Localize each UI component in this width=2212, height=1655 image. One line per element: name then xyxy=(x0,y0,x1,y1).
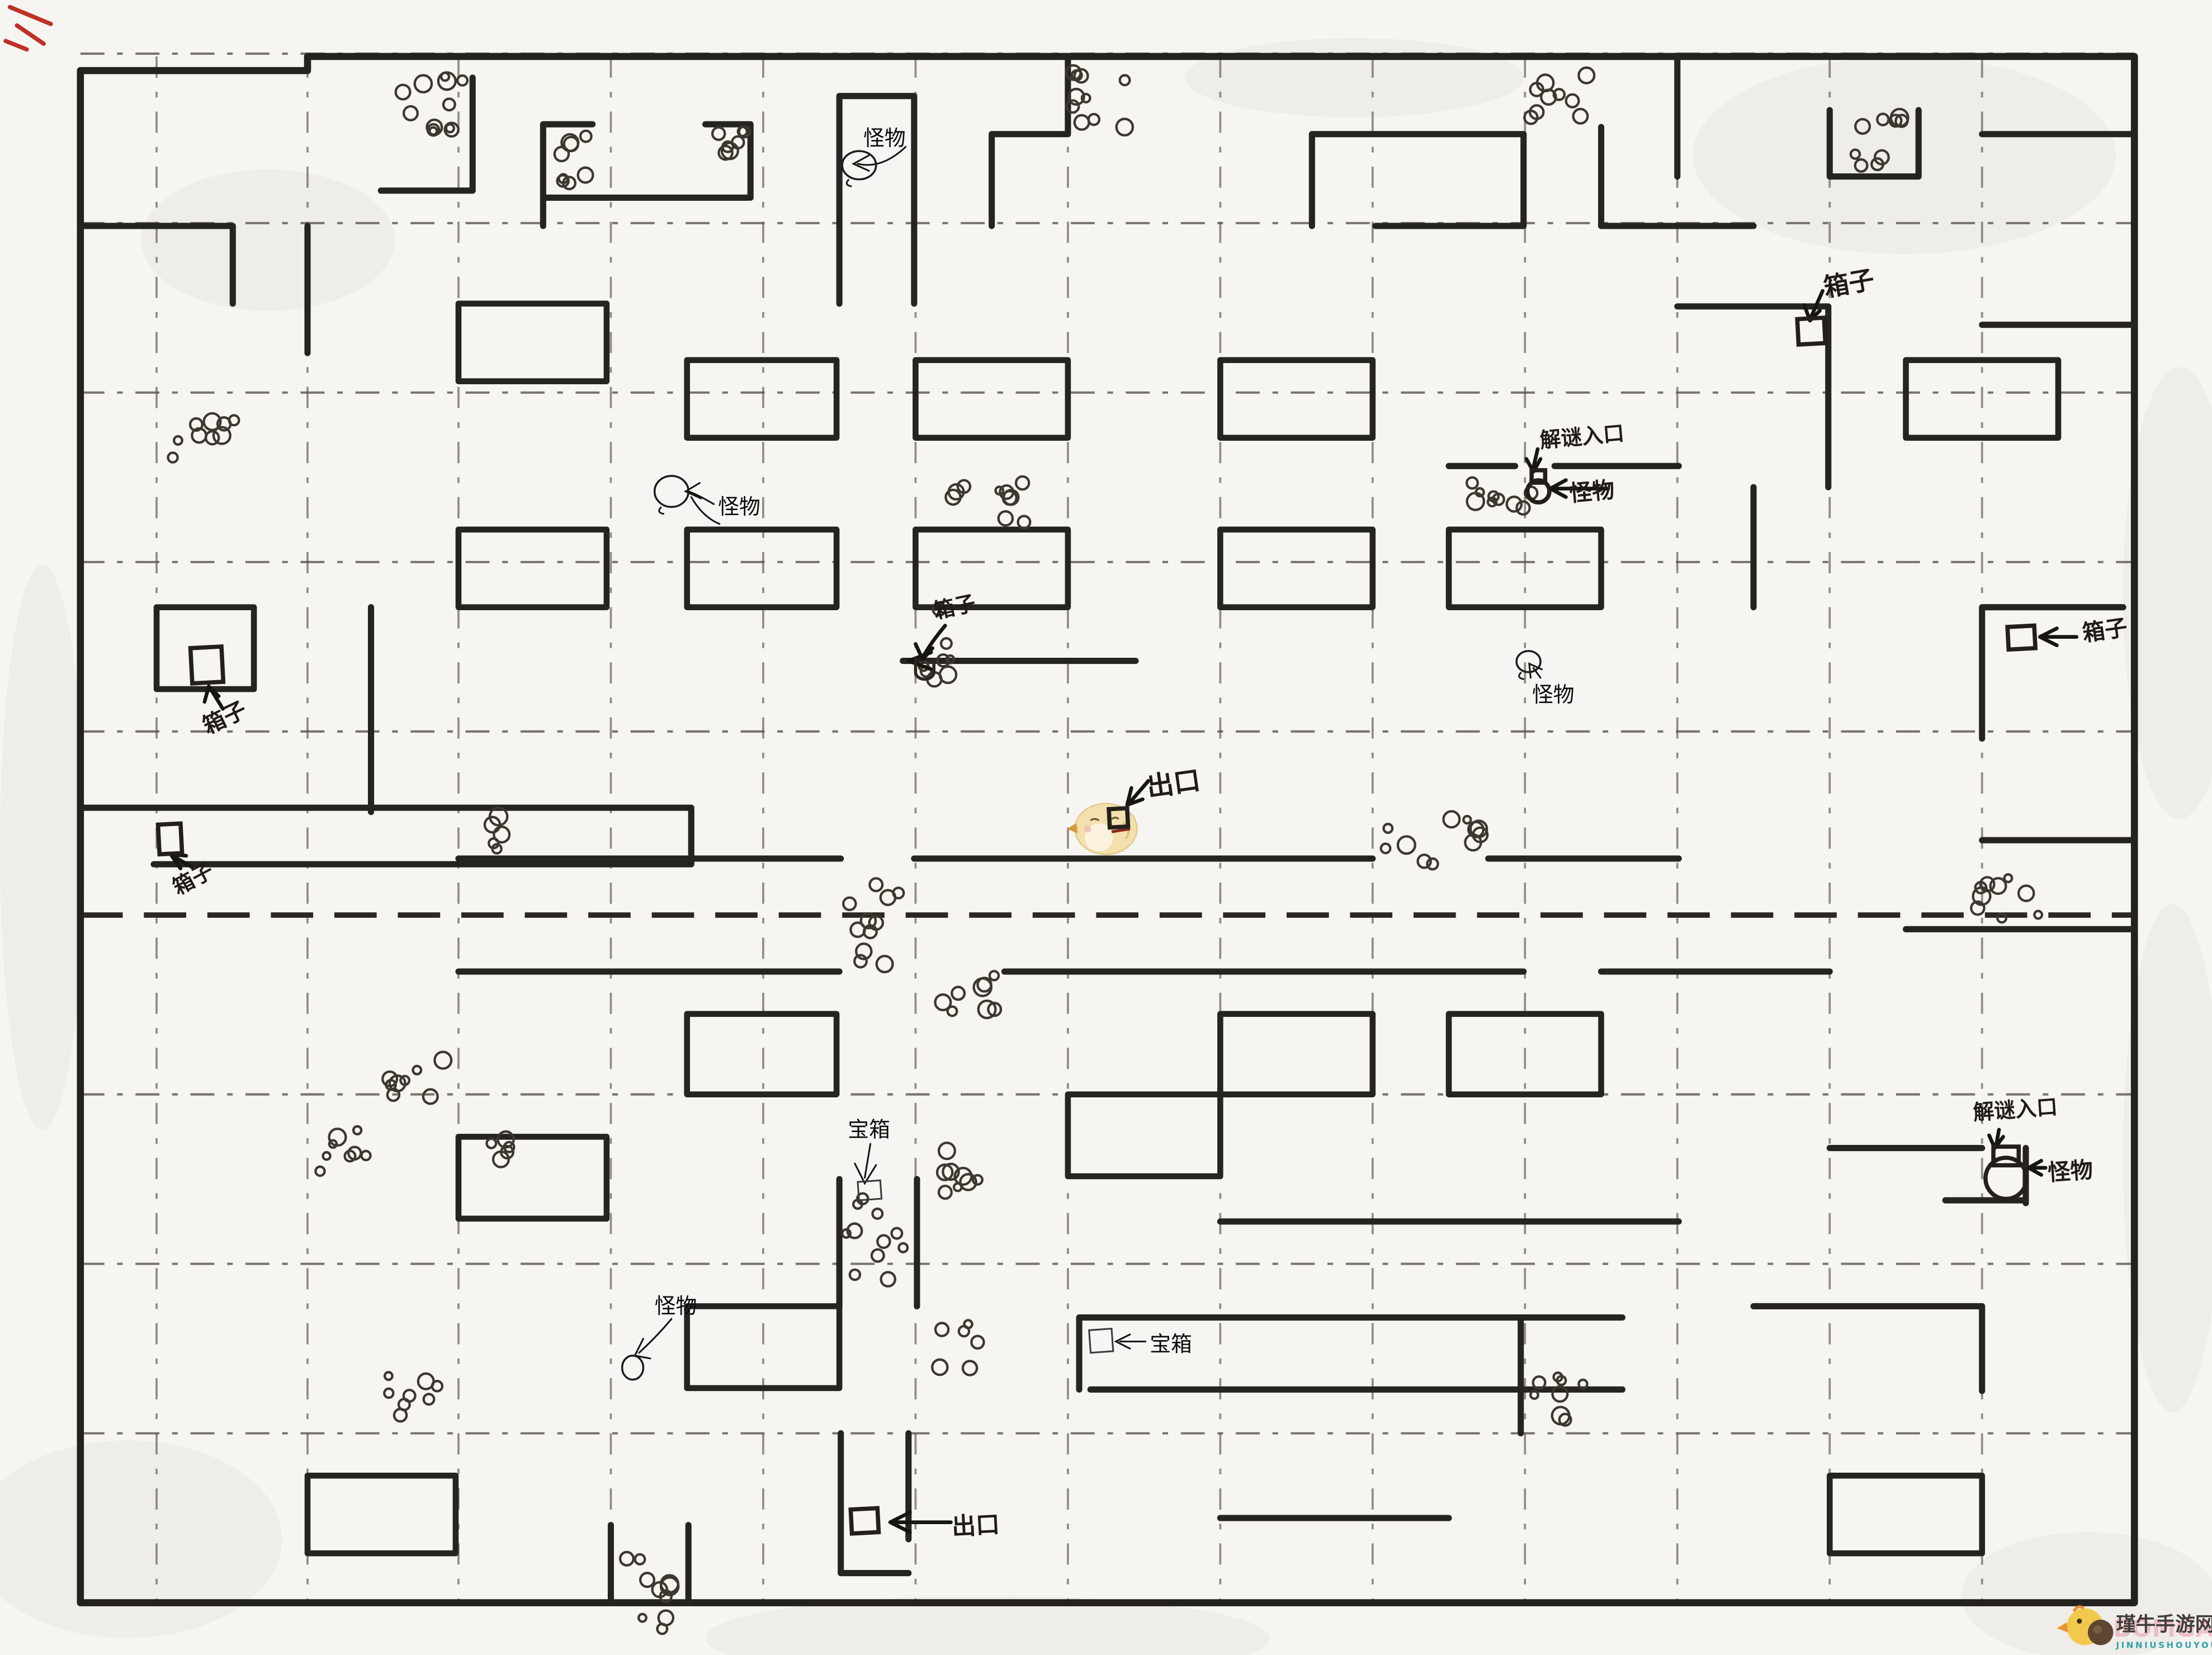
rubble-cluster xyxy=(381,1050,453,1105)
annotation-treasure-center-label: 宝箱 xyxy=(848,1118,890,1142)
rubble-cluster xyxy=(383,1371,444,1423)
annotation-monster-hand-bottom-label: 怪物 xyxy=(2047,1157,2094,1186)
puzzle-bottom-icon xyxy=(1983,1144,2029,1201)
rubble-cluster xyxy=(1523,66,1596,125)
monster-bottom-icon xyxy=(621,1354,645,1381)
chick-sticker xyxy=(1066,803,1138,855)
chest-right-icon xyxy=(2005,623,2038,652)
chick-beak xyxy=(1066,823,1078,833)
rubble-cluster xyxy=(842,877,905,974)
monster-left-icon xyxy=(653,475,689,515)
arrow-to-treasure-bottom xyxy=(1114,1333,1147,1350)
rubble-cluster xyxy=(1379,810,1489,871)
arrow-to-monster-top xyxy=(852,146,907,172)
arrow-exit-bottom xyxy=(888,1510,953,1534)
rubble-cluster xyxy=(394,71,469,138)
arrow-to-treasure-center xyxy=(854,1143,877,1185)
puzzle-top-icon xyxy=(1525,468,1552,504)
rubble-cluster xyxy=(1465,476,1539,516)
arrow-on-wall xyxy=(906,650,933,672)
monster-right-icon xyxy=(1515,650,1542,680)
map-icons xyxy=(155,150,2038,1536)
rubble-cluster xyxy=(483,807,511,855)
annotation-exit-center-label: 出口 xyxy=(1145,765,1203,803)
annotation-exit-bottom-label: 出口 xyxy=(951,1511,1000,1541)
room-blocks xyxy=(153,300,2062,1557)
rubble-cluster xyxy=(1529,1371,1589,1427)
annotation-monster-left-label: 怪物 xyxy=(718,496,760,519)
arrow-monster-hand-bottom xyxy=(2026,1159,2048,1177)
rubble-cluster xyxy=(931,1319,985,1376)
chest-left2-icon xyxy=(155,821,185,857)
annotation-treasure-bottom-label: 宝箱 xyxy=(1150,1333,1192,1356)
rubble-cluster xyxy=(167,412,240,464)
exit-center-icon xyxy=(1107,805,1131,830)
chest-center-icon xyxy=(914,658,935,681)
red-corner-marks xyxy=(3,4,53,52)
rubble-cluster xyxy=(314,1125,372,1177)
rubble-cluster xyxy=(1970,873,2044,924)
rubble-cluster xyxy=(618,1550,680,1635)
treasure-bottom-icon xyxy=(1088,1327,1114,1354)
watermark: BOMGAME 瑾牛手游网 JINNIUSHOUYOUWANG xyxy=(2057,1605,2212,1650)
annotation-puzzle-entrance-bottom-label: 解谜入口 xyxy=(1972,1095,2058,1125)
watermark-bg-text: BOMGAME xyxy=(2113,1615,2212,1643)
rubble-cluster xyxy=(1849,107,1909,173)
annotation-monster-right-label: 怪物 xyxy=(1532,683,1575,707)
rubble-cluster xyxy=(934,970,1003,1020)
treasure-center-icon xyxy=(857,1179,883,1201)
arrow-chest-left xyxy=(202,684,225,711)
watermark-chick-logo xyxy=(2057,1605,2114,1645)
rubble-piles xyxy=(167,64,2044,1635)
chick-eyes xyxy=(1090,817,1119,822)
red-tick-exit xyxy=(1111,827,1131,833)
arrow-chest-right xyxy=(2038,626,2079,648)
watermark-site-name: 瑾牛手游网 xyxy=(2116,1613,2212,1636)
annotation-monster-hand-top-label: 怪物 xyxy=(1568,477,1616,507)
arrow-to-monster-left xyxy=(683,482,721,525)
rubble-cluster xyxy=(1065,64,1135,137)
chest-topright-icon xyxy=(1795,315,1828,347)
rubble-cluster xyxy=(935,1142,984,1200)
arrow-exit-center xyxy=(1125,779,1150,807)
chest-left-icon xyxy=(188,644,226,686)
rubble-cluster xyxy=(485,1130,516,1168)
annotation-monster-top-label: 怪物 xyxy=(863,127,906,150)
rubble-cluster xyxy=(553,129,594,191)
rubble-cluster xyxy=(944,475,1032,530)
annotation-chest-right-label: 箱子 xyxy=(2081,614,2129,647)
annotation-monster-bottom-label: 怪物 xyxy=(655,1295,697,1318)
exit-bottom-icon xyxy=(848,1506,881,1536)
watermark-site-pinyin: JINNIUSHOUYOUWANG xyxy=(2115,1640,2212,1650)
monster-top-icon xyxy=(841,150,877,187)
rubble-cluster xyxy=(841,1192,909,1288)
rubble-cluster xyxy=(711,125,751,161)
maze-walls xyxy=(77,53,2138,1606)
